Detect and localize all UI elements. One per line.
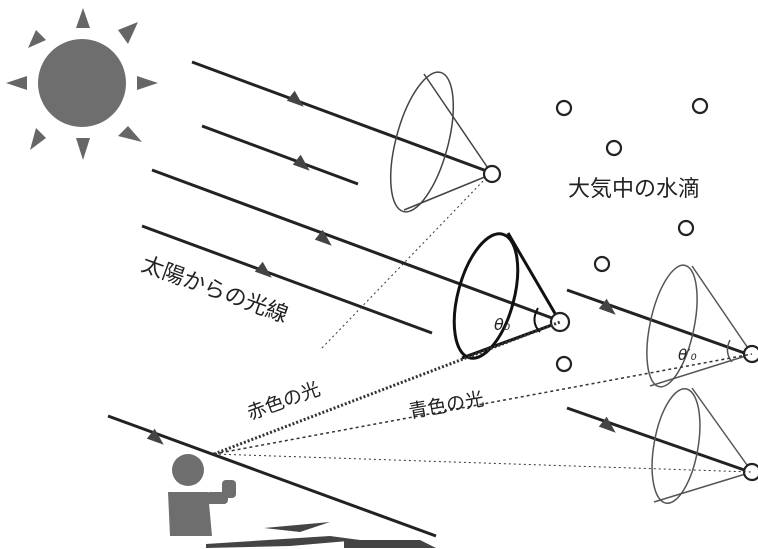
droplet — [691, 97, 709, 115]
droplet — [555, 99, 573, 117]
theta-main-label: θ₀ — [494, 315, 511, 334]
sunlight-label: 太陽からの光線 — [138, 252, 291, 328]
droplet — [555, 355, 573, 373]
light-cone-lower — [651, 387, 753, 504]
droplet — [549, 311, 571, 333]
light-cone-right — [646, 264, 753, 388]
droplets — [482, 97, 758, 482]
droplet — [677, 219, 695, 237]
observer-icon — [168, 454, 236, 536]
sun-icon — [6, 8, 158, 160]
sight-lines — [213, 177, 753, 473]
light-cone-main — [452, 232, 562, 360]
ground-marks — [206, 522, 436, 548]
theta-prime-label: θ′₀ — [678, 346, 697, 364]
droplet — [742, 462, 758, 482]
blue-light-label: 青色の光 — [407, 388, 486, 423]
droplet — [593, 255, 611, 273]
red-light-label: 赤色の光 — [244, 378, 323, 425]
droplet — [482, 164, 502, 184]
sunlight-rays — [107, 60, 751, 538]
light-cone-upper — [389, 71, 493, 213]
droplets-label: 大気中の水滴 — [568, 177, 700, 202]
droplet — [605, 139, 623, 157]
